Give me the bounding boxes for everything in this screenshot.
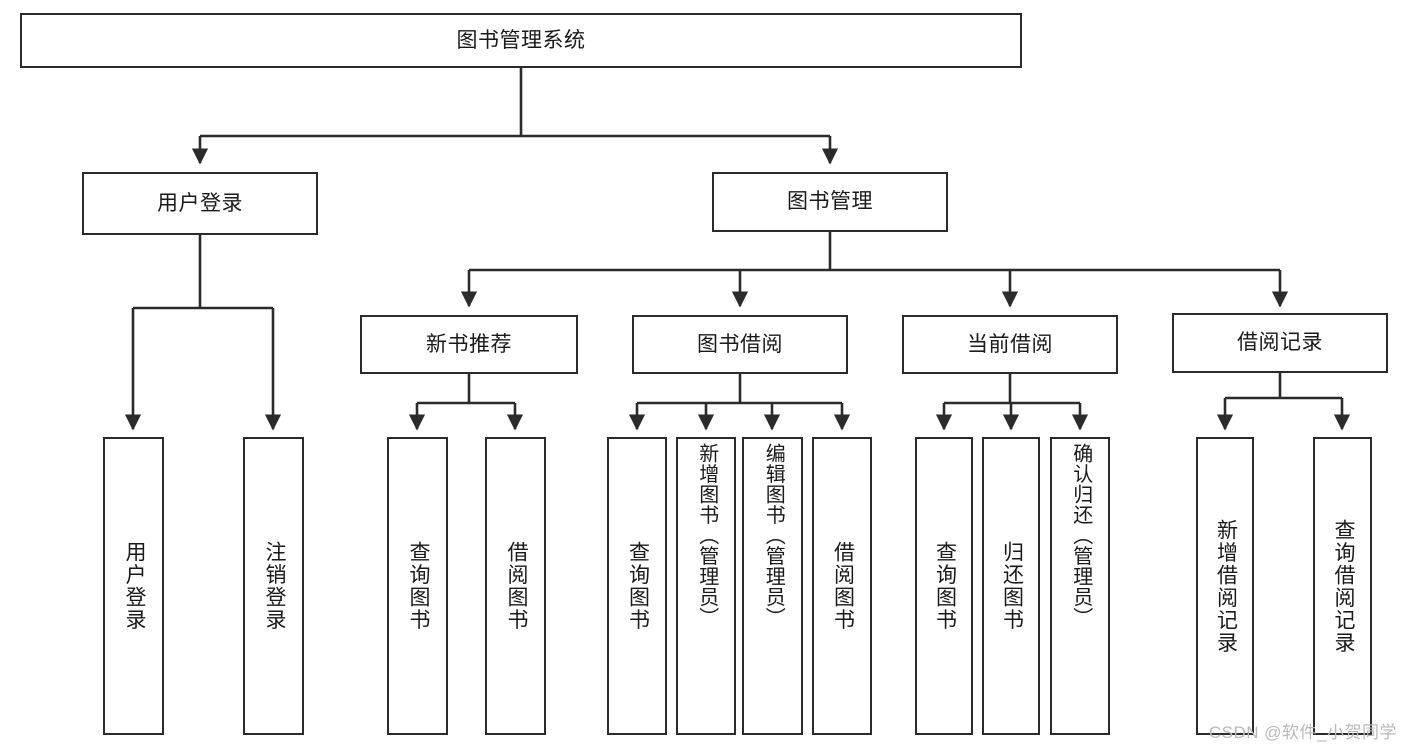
node-user-login[interactable]: 用户登录 xyxy=(82,172,318,235)
node-leaf-logout-label: 注销登录 xyxy=(262,541,286,631)
node-leaf-return-book[interactable]: 归还图书 xyxy=(982,437,1040,735)
node-leaf-add-book[interactable]: 新增图书（管理员） xyxy=(676,437,736,735)
node-leaf-borrow-book-2[interactable]: 借阅图书 xyxy=(812,437,872,735)
node-book-borrow[interactable]: 图书借阅 xyxy=(632,315,848,374)
node-leaf-user-login[interactable]: 用户登录 xyxy=(103,437,164,735)
node-leaf-add-record-label: 新增借阅记录 xyxy=(1214,518,1238,654)
node-leaf-query-record[interactable]: 查询借阅记录 xyxy=(1313,437,1372,735)
node-current-borrow-label: 当前借阅 xyxy=(967,332,1053,356)
node-new-book-recommend[interactable]: 新书推荐 xyxy=(360,315,578,374)
node-leaf-query-record-label: 查询借阅记录 xyxy=(1331,518,1355,654)
node-leaf-borrow-book-1[interactable]: 借阅图书 xyxy=(485,437,546,735)
node-leaf-add-record[interactable]: 新增借阅记录 xyxy=(1196,437,1254,735)
node-user-login-label: 用户登录 xyxy=(157,191,243,215)
node-leaf-borrow-book-1-label: 借阅图书 xyxy=(504,541,528,631)
node-leaf-borrow-book-2-label: 借阅图书 xyxy=(831,541,855,631)
node-borrow-record[interactable]: 借阅记录 xyxy=(1172,313,1388,373)
node-borrow-record-label: 借阅记录 xyxy=(1237,331,1323,355)
node-leaf-return-book-label: 归还图书 xyxy=(1000,541,1024,631)
node-leaf-logout[interactable]: 注销登录 xyxy=(243,437,304,735)
node-book-management-label: 图书管理 xyxy=(787,190,873,214)
node-leaf-query-book-1[interactable]: 查询图书 xyxy=(387,437,448,735)
node-leaf-query-book-3[interactable]: 查询图书 xyxy=(915,437,973,735)
node-current-borrow[interactable]: 当前借阅 xyxy=(902,315,1118,374)
node-leaf-add-book-label: 新增图书（管理员） xyxy=(695,443,718,628)
node-leaf-query-book-1-label: 查询图书 xyxy=(406,541,430,631)
node-leaf-edit-book-label: 编辑图书（管理员） xyxy=(762,443,785,628)
node-leaf-query-book-3-label: 查询图书 xyxy=(933,541,957,631)
node-root[interactable]: 图书管理系统 xyxy=(20,13,1022,68)
node-leaf-query-book-2[interactable]: 查询图书 xyxy=(607,437,667,735)
node-book-borrow-label: 图书借阅 xyxy=(697,332,783,356)
node-leaf-confirm-return-label: 确认归还（管理员） xyxy=(1069,443,1092,628)
node-leaf-edit-book[interactable]: 编辑图书（管理员） xyxy=(742,437,803,735)
node-book-management[interactable]: 图书管理 xyxy=(712,172,948,232)
node-leaf-confirm-return[interactable]: 确认归还（管理员） xyxy=(1050,437,1110,735)
node-new-book-recommend-label: 新书推荐 xyxy=(426,332,512,356)
node-leaf-user-login-label: 用户登录 xyxy=(122,541,146,631)
node-root-label: 图书管理系统 xyxy=(456,28,586,52)
csdn-watermark: CSDN @软件_小贺同学 xyxy=(1208,723,1397,742)
node-leaf-query-book-2-label: 查询图书 xyxy=(626,541,650,631)
